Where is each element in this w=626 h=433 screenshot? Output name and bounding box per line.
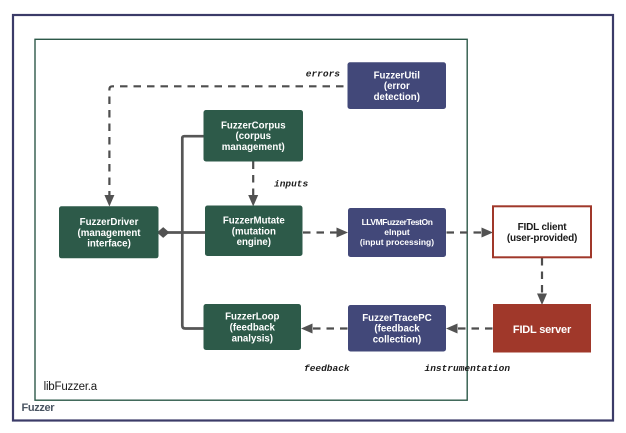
svg-text:(error: (error <box>384 81 410 92</box>
svg-text:(feedback: (feedback <box>230 323 276 334</box>
svg-text:eInput: eInput <box>384 227 410 237</box>
svg-text:feedback: feedback <box>304 363 350 374</box>
svg-text:interface): interface) <box>87 239 131 250</box>
svg-text:FIDL client: FIDL client <box>518 222 568 233</box>
svg-text:(mutation: (mutation <box>232 226 276 237</box>
svg-text:errors: errors <box>306 69 341 80</box>
svg-text:(input processing): (input processing) <box>360 237 434 247</box>
svg-text:(corpus: (corpus <box>236 131 272 142</box>
svg-text:FuzzerMutate: FuzzerMutate <box>223 216 286 227</box>
svg-text:FuzzerTracePC: FuzzerTracePC <box>362 313 431 324</box>
svg-text:Fuzzer: Fuzzer <box>22 402 56 414</box>
svg-text:inputs: inputs <box>274 179 309 190</box>
svg-text:analysis): analysis) <box>232 333 273 344</box>
svg-text:instrumentation: instrumentation <box>425 363 511 374</box>
svg-text:LLVMFuzzerTestOn: LLVMFuzzerTestOn <box>362 217 433 227</box>
svg-text:FIDL server: FIDL server <box>513 324 572 336</box>
svg-text:(feedback: (feedback <box>374 324 420 335</box>
svg-text:FuzzerLoop: FuzzerLoop <box>225 312 279 323</box>
svg-text:management): management) <box>222 142 285 153</box>
svg-text:FuzzerCorpus: FuzzerCorpus <box>221 120 286 131</box>
svg-text:engine): engine) <box>237 237 271 248</box>
svg-text:(user-provided): (user-provided) <box>507 233 577 244</box>
svg-text:libFuzzer.a: libFuzzer.a <box>44 381 98 393</box>
svg-text:(management: (management <box>78 228 142 239</box>
svg-text:FuzzerUtil: FuzzerUtil <box>374 70 420 81</box>
svg-text:FuzzerDriver: FuzzerDriver <box>80 217 139 228</box>
svg-text:collection): collection) <box>373 335 421 346</box>
svg-text:detection): detection) <box>374 92 420 103</box>
